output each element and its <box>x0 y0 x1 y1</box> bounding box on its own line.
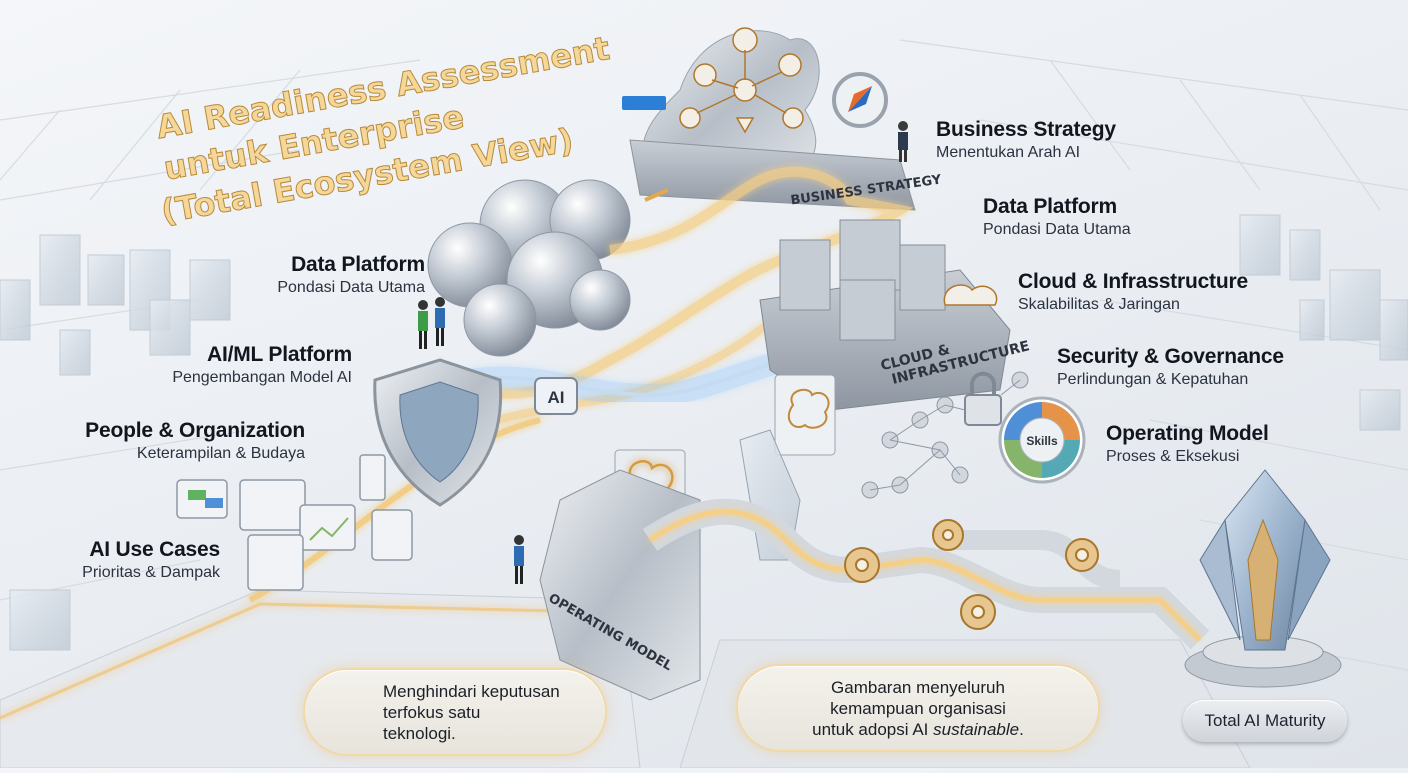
person-figure-strategy <box>898 121 908 162</box>
callout-holistic-view: Gambaran menyeluruh kemampuan organisasi… <box>738 666 1098 750</box>
lock-icon <box>964 371 1002 426</box>
server-towers <box>779 219 946 341</box>
ai-badge-icon: AI <box>534 377 578 415</box>
callout-avoid-single-tech: Menghindari keputusan terfokus satu tekn… <box>305 670 605 754</box>
crystal-trophy-icon <box>1184 469 1342 688</box>
skills-wheel-icon: Skills <box>998 396 1086 484</box>
tag-icon <box>622 96 666 110</box>
gear-icon <box>844 519 1099 630</box>
strategy-icons <box>679 27 804 134</box>
glass-blocks-right <box>1239 214 1408 431</box>
svg-text:Skills: Skills <box>1026 434 1058 448</box>
compass-icon <box>832 72 888 128</box>
cloud-icon <box>943 284 998 306</box>
shield-icon <box>373 358 503 507</box>
people-network <box>861 371 1029 499</box>
use-case-panels <box>176 454 413 591</box>
total-ai-maturity-badge: Total AI Maturity <box>1183 700 1347 742</box>
data-spheres <box>427 179 631 357</box>
svg-text:AI: AI <box>548 388 565 407</box>
person-figures <box>418 297 524 584</box>
floor-grid <box>0 39 1408 671</box>
brain-icon <box>774 374 836 456</box>
glass-blocks-left <box>0 234 231 651</box>
